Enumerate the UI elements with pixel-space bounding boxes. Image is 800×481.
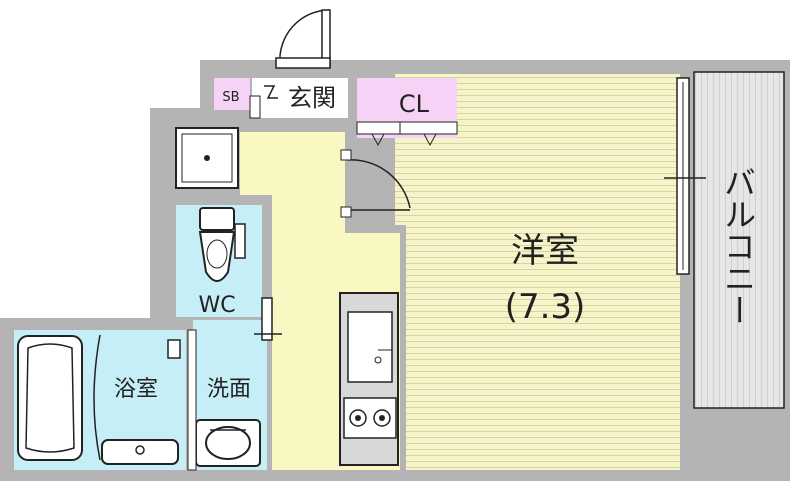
entrance-label: 玄関 [288,84,336,112]
bath-partition [187,329,197,471]
entrance-step [249,85,278,119]
balcony-area [693,71,785,409]
balcony-label: バルコニー [719,166,757,326]
bathtub [17,335,83,461]
room-door [340,149,411,218]
closet-label: CL [399,90,430,118]
stove [343,397,397,439]
washing-machine-space [175,127,239,189]
balcony-sliding-door [664,77,706,275]
wash-basin [195,419,261,467]
washroom-label: 洗面 [207,377,251,402]
western-room-size: (7.3) [505,287,586,327]
closet-shelving [356,121,458,147]
entrance-door [275,9,331,69]
western-room-label: 洋室 [511,231,579,271]
toilet-door [254,297,282,341]
kitchen-sink [347,311,393,383]
kitchen-counter [339,292,399,466]
bathroom-label: 浴室 [114,377,158,402]
toilet-label: WC [198,293,235,318]
toilet-fixture [198,207,246,282]
shoe-box-label: SB [222,90,239,105]
bathroom-fixtures [93,334,181,465]
western-room-floor [395,74,680,470]
shoe-box-area [214,78,250,110]
